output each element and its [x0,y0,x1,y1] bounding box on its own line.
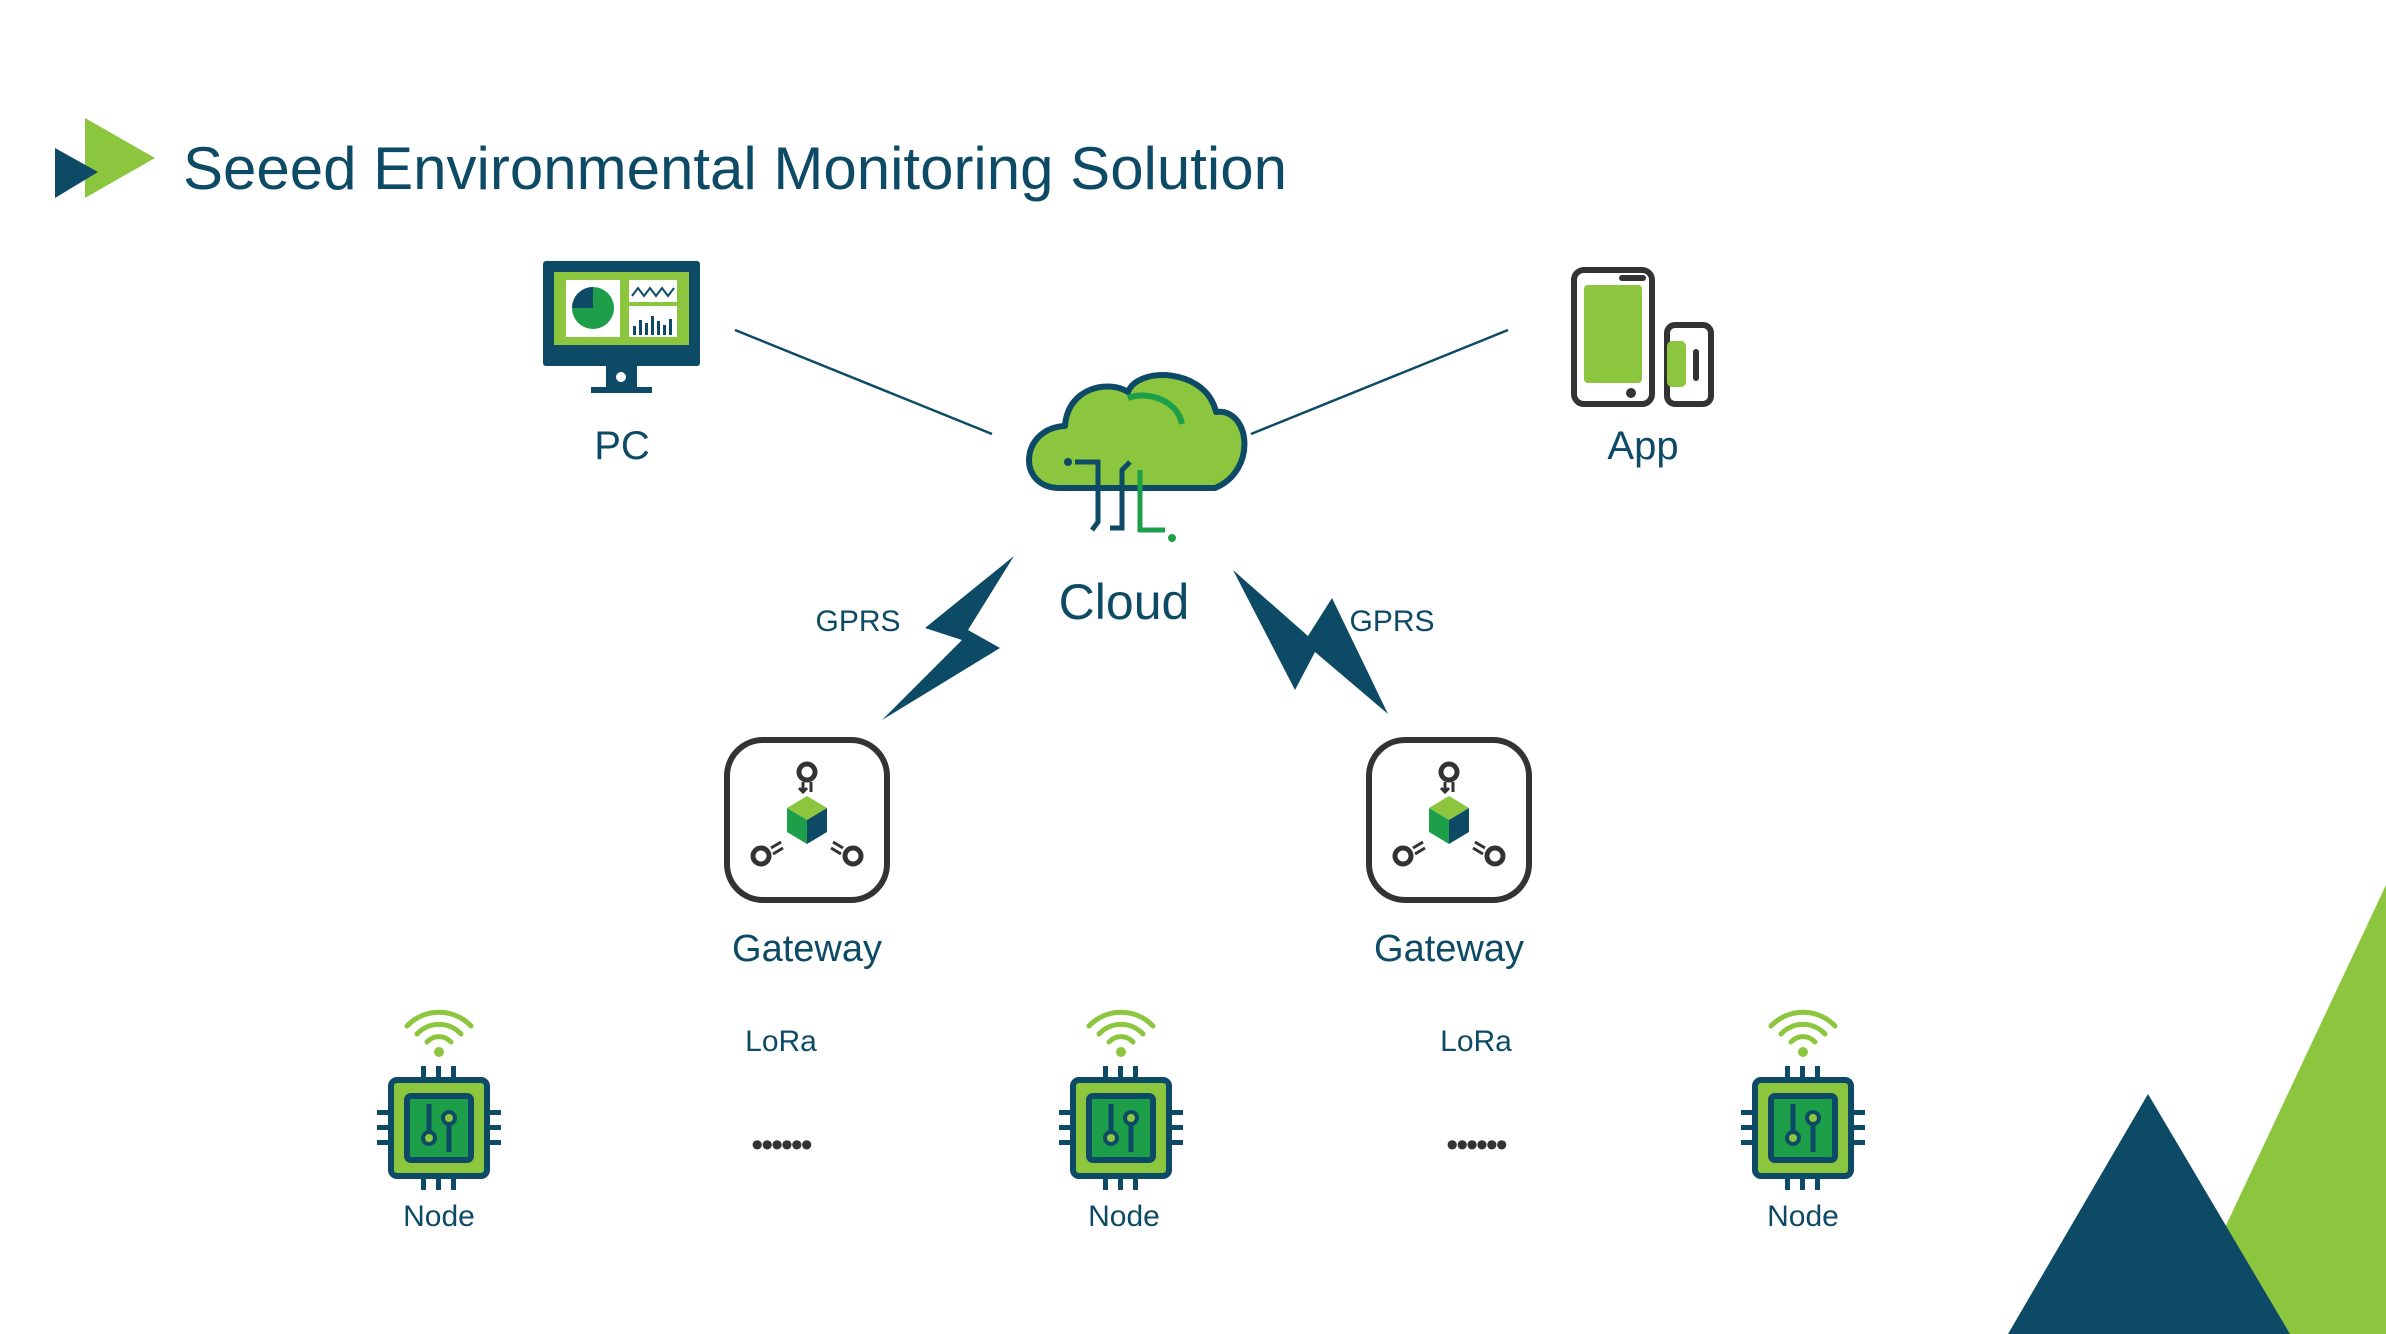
corner-triangles [2008,885,2386,1334]
chip-wifi-icon [1059,1012,1183,1190]
gprs-right-lightning-icon [1233,570,1388,714]
gateway-icon [1369,740,1529,900]
phone-tablet-icon [1571,267,1714,407]
app-cloud-line [1250,328,1509,436]
gateway-left-label: Gateway [732,928,882,970]
app-label: App [1607,424,1679,468]
gateway-right-label: Gateway [1374,928,1524,970]
gprs-left-label: GPRS [815,605,901,638]
cloud-icon [1026,372,1248,542]
monitor-dashboard-icon [543,261,700,393]
page-title: Seeed Environmental Monitoring Solution [183,135,1287,202]
gprs-left-lightning-icon [882,556,1014,720]
pc-label: PC [594,424,650,468]
ellipsis-right: •••••• [1446,1126,1507,1164]
pc-cloud-line [734,328,993,436]
header-arrow-icon [55,118,155,198]
lora-right-label: LoRa [1440,1025,1512,1058]
gprs-right-label: GPRS [1349,605,1435,638]
cloud-label: Cloud [1058,574,1190,630]
node-right-label: Node [1767,1200,1839,1233]
node-left-label: Node [403,1200,475,1233]
ellipsis-left: •••••• [751,1126,812,1164]
gateway-icon [727,740,887,900]
lora-left-label: LoRa [745,1025,817,1058]
chip-wifi-icon [1741,1012,1865,1190]
node-center-label: Node [1088,1200,1160,1233]
chip-wifi-icon [377,1012,501,1190]
